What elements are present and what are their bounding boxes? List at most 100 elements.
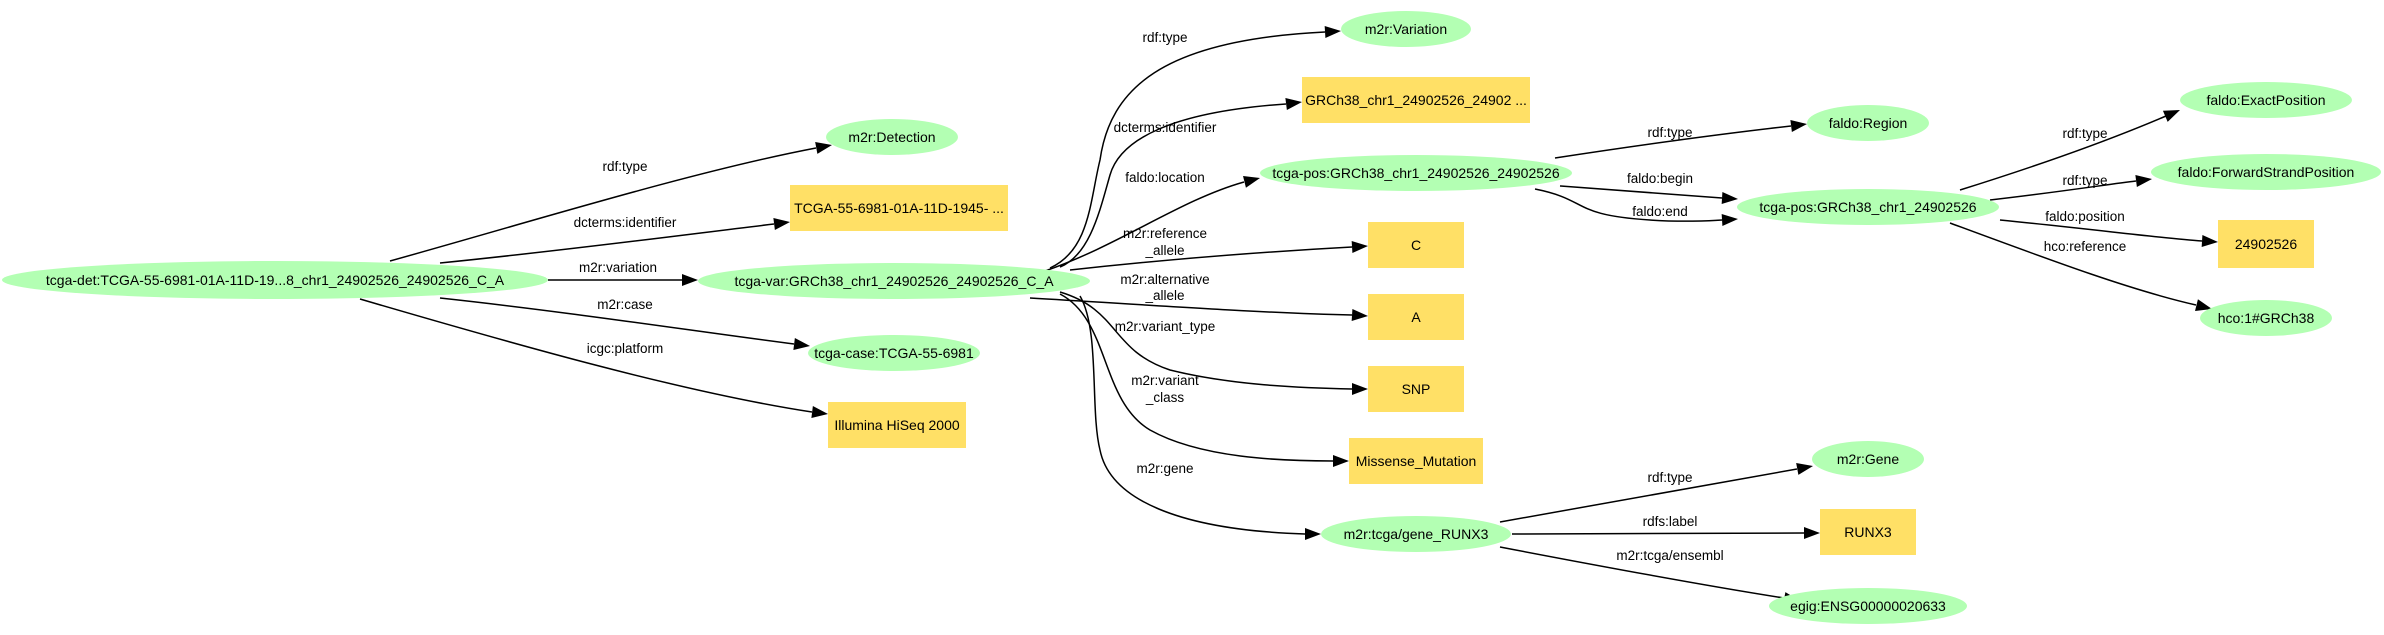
node-tcga-case[interactable]: tcga-case:TCGA-55-6981 [808,335,980,371]
node-platform[interactable]: Illumina HiSeq 2000 [828,402,966,448]
edge-label: m2r:reference [1123,226,1207,241]
node-m2r-gene[interactable]: m2r:Gene [1812,441,1924,477]
node-gene-runx3[interactable]: m2r:tcga/gene_RUNX3 [1321,516,1511,552]
node-variant-class[interactable]: Missense_Mutation [1349,438,1483,484]
edge-line [1044,181,1245,272]
edge-line [1059,103,1287,268]
edge-e23: m2r:tcga/ensembl [1499,546,1800,604]
node-ensembl-id[interactable]: egig:ENSG00000020633 [1769,588,1967,624]
node-ellipse-shape [808,335,980,371]
edge-label: rdfs:label [1643,514,1698,529]
arrowhead-icon [682,274,698,286]
node-ellipse-shape [1807,105,1929,141]
node-ellipse-shape [2,261,548,299]
edge-e3: m2r:variation [548,260,698,286]
arrowhead-icon [1790,120,1807,132]
edge-e12: m2r:variant_class [1059,293,1349,467]
node-reference-allele[interactable]: C [1368,222,1464,268]
node-label: GRCh38_chr1_24902526_24902 ... [1305,92,1527,108]
node-literal-box [1302,77,1530,123]
node-literal-box [2218,220,2314,268]
node-gene-label[interactable]: RUNX3 [1820,509,1916,555]
node-label: tcga-pos:GRCh38_chr1_24902526 [1759,199,1976,215]
arrowhead-icon [1351,309,1368,321]
node-literal-box [1368,222,1464,268]
edge-e14: rdf:type [1554,120,1807,159]
node-label: 24902526 [2235,236,2298,252]
edge-line [1499,546,1785,599]
node-literal-box [1820,509,1916,555]
edge-e4: m2r:case [439,297,810,350]
edge-label: icgc:platform [587,341,664,356]
node-label: egig:ENSG00000020633 [1790,598,1946,614]
edge-e15: faldo:begin [1559,171,1738,204]
edge-label: faldo:begin [1627,171,1693,186]
edge-line [1029,297,1353,316]
edge-line [1059,291,1353,390]
node-literal-box [1368,294,1464,340]
edge-e6: rdf:type [1049,26,1341,269]
node-label: SNP [1402,381,1431,397]
arrowhead-icon [1351,241,1368,253]
node-m2r-detection[interactable]: m2r:Detection [826,119,958,155]
edge-e16: faldo:end [1534,188,1738,226]
edge-label: rdf:type [602,159,647,174]
node-detection-instance[interactable]: tcga-det:TCGA-55-6981-01A-11D-19...8_chr… [2,261,548,299]
node-ellipse-shape [2151,154,2381,190]
edge-e8: faldo:location [1044,170,1260,272]
edge-label: dcterms:identifier [574,215,677,230]
arrowhead-icon [811,406,828,418]
node-ellipse-shape [1737,189,1999,225]
node-m2r-variation[interactable]: m2r:Variation [1341,11,1471,47]
edge-e21: rdf:type [1499,463,1813,523]
edge-label: dcterms:identifier [1114,120,1217,135]
edge-e7: dcterms:identifier [1059,98,1302,268]
node-faldo-exactposition[interactable]: faldo:ExactPosition [2180,82,2352,118]
edge-line [1069,246,1353,271]
arrowhead-icon [773,218,790,230]
edge-label: faldo:position [2045,209,2125,224]
node-alternative-allele[interactable]: A [1368,294,1464,340]
edge-label: rdf:type [1142,30,1187,45]
node-label: tcga-det:TCGA-55-6981-01A-11D-19...8_chr… [46,272,505,288]
node-label: TCGA-55-6981-01A-11D-1945- ... [794,200,1004,216]
edge-label: m2r:case [597,297,653,312]
arrowhead-icon [815,142,832,154]
node-exact-position[interactable]: tcga-pos:GRCh38_chr1_24902526 [1737,189,1999,225]
edge-label: m2r:variation [579,260,657,275]
edge-line [1989,180,2137,201]
node-faldo-forwardstrandposition[interactable]: faldo:ForwardStrandPosition [2151,154,2381,190]
edge-e2: dcterms:identifier [439,215,790,264]
node-faldo-region[interactable]: faldo:Region [1807,105,1929,141]
edge-line [1534,188,1723,222]
node-ellipse-shape [2200,300,2332,336]
node-ellipse-shape [1321,516,1511,552]
arrowhead-icon [793,338,810,350]
node-variation-instance[interactable]: tcga-var:GRCh38_chr1_24902526_24902526_C… [698,263,1090,299]
edge-label: rdf:type [2062,126,2107,141]
node-position-value[interactable]: 24902526 [2218,220,2314,268]
edge-label: m2r:alternative [1120,272,1209,287]
node-ellipse-shape [1812,441,1924,477]
edge-line [439,223,775,264]
arrowhead-icon [2195,299,2212,311]
arrowhead-icon [1243,176,1260,188]
arrowhead-icon [2201,235,2218,247]
node-hco-grch38[interactable]: hco:1#GRCh38 [2200,300,2332,336]
node-literal-box [828,402,966,448]
node-variation-identifier[interactable]: GRCh38_chr1_24902526_24902 ... [1302,77,1530,123]
node-position-range[interactable]: tcga-pos:GRCh38_chr1_24902526_24902526 [1260,155,1572,191]
edge-label: faldo:end [1632,204,1688,219]
edge-line [359,298,813,413]
node-variant-type[interactable]: SNP [1368,366,1464,412]
node-ellipse-shape [1260,155,1572,191]
edge-label: m2r:variant_type [1115,319,1216,334]
node-detection-identifier[interactable]: TCGA-55-6981-01A-11D-1945- ... [790,185,1008,231]
node-label: faldo:ExactPosition [2206,92,2325,108]
node-label: hco:1#GRCh38 [2218,310,2315,326]
edge-label: rdf:type [1647,470,1692,485]
node-label: m2r:tcga/gene_RUNX3 [1344,526,1489,542]
node-label: m2r:Gene [1837,451,1899,467]
node-label: Illumina HiSeq 2000 [834,417,960,433]
